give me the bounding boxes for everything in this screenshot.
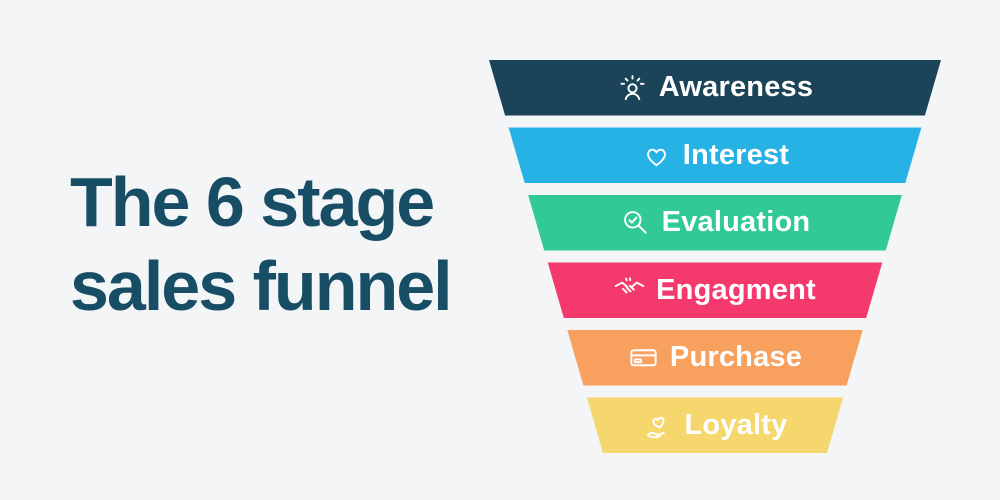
funnel-stage-shape-awareness bbox=[489, 60, 941, 116]
funnel-stage-shape-purchase bbox=[567, 330, 863, 386]
page-title-line1: The 6 stage bbox=[70, 163, 435, 241]
funnel-stage-shape-loyalty bbox=[586, 397, 844, 453]
funnel-stage-shape-engagment bbox=[547, 262, 883, 318]
funnel-stage-shape-interest bbox=[508, 127, 922, 183]
funnel-stage-shape-evaluation bbox=[528, 195, 902, 251]
page-title-line2: sales funnel bbox=[70, 247, 453, 325]
page-title: The 6 stage sales funnel bbox=[70, 160, 453, 328]
